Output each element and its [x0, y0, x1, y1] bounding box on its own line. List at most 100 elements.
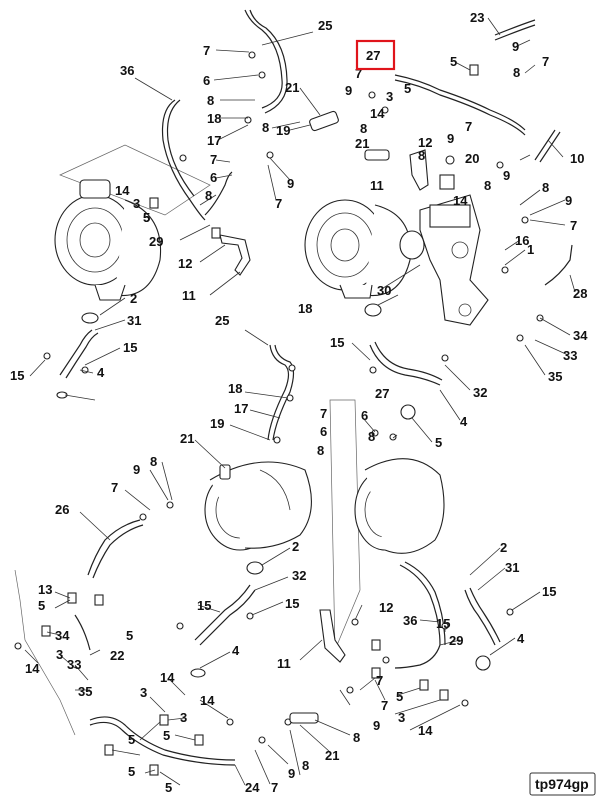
callout: 18 [207, 111, 221, 126]
figure-code: tp974gp [535, 776, 589, 792]
callout: 21 [285, 80, 299, 95]
callout: 5 [404, 81, 411, 96]
callout: 17 [234, 401, 248, 416]
hose-36-bottom [399, 564, 441, 646]
callout: 4 [460, 414, 468, 429]
callout: 11 [182, 288, 196, 303]
callout: 15 [436, 616, 450, 631]
highlighted-callout-27[interactable]: 27 [355, 39, 396, 71]
callout: 3 [133, 196, 140, 211]
callout: 15 [197, 598, 211, 613]
callout: 29 [149, 234, 163, 249]
callout: 9 [512, 39, 519, 54]
callout: 14 [453, 193, 468, 208]
turbocharger-bottom-right [354, 458, 445, 554]
callout: 7 [320, 406, 327, 421]
bracket-11-top [219, 234, 251, 276]
callout: 7 [381, 698, 388, 713]
callout: 8 [418, 148, 425, 163]
callout: 25 [215, 313, 229, 328]
callout: 7 [275, 196, 282, 211]
callout: 6 [320, 424, 327, 439]
callout: 26 [55, 502, 69, 517]
callout: 8 [150, 454, 157, 469]
callout: 2 [292, 539, 299, 554]
callout: 6 [210, 170, 217, 185]
callout: 7 [376, 673, 383, 688]
callout: 21 [355, 136, 369, 151]
pipe-24-bottom [89, 716, 236, 761]
callout: 33 [67, 657, 81, 672]
figure-code-box: tp974gp [529, 772, 596, 796]
callout: 31 [505, 560, 519, 575]
pipe-31-bottom [464, 589, 496, 646]
callout: 28 [573, 286, 587, 301]
callout: 15 [123, 340, 137, 355]
callout-labels: 25 7 6 8 36 18 17 7 6 8 5 14 3 5 29 12 1… [10, 10, 588, 795]
callout: 14 [418, 723, 433, 738]
callout: 7 [570, 218, 577, 233]
turbocharger-left-top [54, 144, 211, 301]
pipe-32-top [369, 344, 441, 386]
callout: 20 [465, 151, 479, 166]
callout: 34 [573, 328, 588, 343]
callout: 9 [287, 176, 294, 191]
callout: 7 [203, 43, 210, 58]
callout: 2 [500, 540, 507, 555]
callout: 5 [396, 689, 403, 704]
callout: 30 [377, 283, 391, 298]
callout: 7 [542, 54, 549, 69]
hose-26 [87, 519, 141, 576]
turbocharger-right-top [304, 199, 425, 299]
bracket-11-bottom [319, 609, 346, 663]
part-21-top [309, 110, 339, 132]
callout: 5 [126, 628, 133, 643]
callout: 15 [10, 368, 24, 383]
callout: 10 [570, 151, 584, 166]
tube-28 [544, 244, 573, 286]
callout: 9 [345, 83, 352, 98]
callout: 35 [78, 684, 92, 699]
oil-line-25-top [244, 9, 283, 109]
callout: 18 [228, 381, 242, 396]
tube-10 [534, 129, 556, 161]
flange-4-top [400, 404, 416, 420]
callout: 5 [38, 598, 45, 613]
callout: 19 [210, 416, 224, 431]
callout: 3 [398, 710, 405, 725]
turbocharger-bottom-middle [204, 461, 312, 551]
callout: 4 [517, 631, 525, 646]
callout: 19 [276, 123, 290, 138]
callout: 15 [542, 584, 556, 599]
callout: 33 [563, 348, 577, 363]
callout: 8 [368, 429, 375, 444]
callout: 9 [503, 168, 510, 183]
callout: 22 [110, 648, 124, 663]
callout: 31 [127, 313, 141, 328]
callout: 34 [55, 628, 70, 643]
callout: 4 [97, 365, 105, 380]
callout: 6 [361, 408, 368, 423]
callout: 3 [56, 647, 63, 662]
callout: 5 [128, 764, 135, 779]
callout: 8 [207, 93, 214, 108]
callout: 12 [178, 256, 192, 271]
callout: 12 [379, 600, 393, 615]
pipe-32-bottom [194, 584, 251, 641]
callout: 14 [200, 693, 215, 708]
callout: 5 [450, 54, 457, 69]
callout: 14 [160, 670, 175, 685]
callout: 8 [262, 120, 269, 135]
callout: 3 [180, 710, 187, 725]
callout: 9 [373, 718, 380, 733]
callout: 9 [565, 193, 572, 208]
callout: 29 [449, 633, 463, 648]
callout: 4 [232, 643, 240, 658]
oil-line-25-bottom [267, 344, 290, 441]
callout: 24 [245, 780, 260, 795]
callout: 8 [360, 121, 367, 136]
fittings [14, 51, 544, 744]
callout: 11 [370, 178, 384, 193]
callout: 27 [375, 386, 389, 401]
